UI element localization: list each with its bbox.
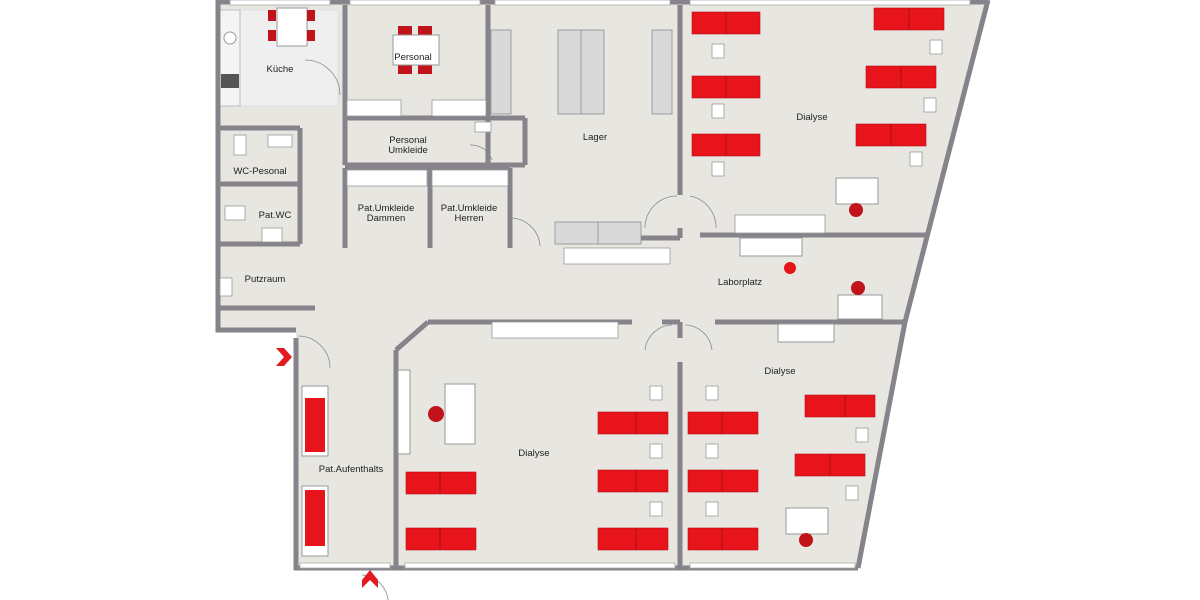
lab-desk <box>837 294 883 320</box>
entrance-arrow-icon-bottom <box>362 570 378 588</box>
staff-chair-top <box>849 203 863 217</box>
room-label-wc-personal: WC-Pesonal <box>233 166 286 177</box>
doors <box>297 59 717 600</box>
room-label-dialyse-right: Dialyse <box>764 366 795 377</box>
personal-chairs <box>398 26 432 74</box>
lab-chair-icon <box>851 281 865 295</box>
kitchen-tiles <box>239 9 339 107</box>
staff-desk-center <box>444 383 476 445</box>
room-label-personal-umkleide-line2: Umkleide <box>388 145 428 156</box>
lab-counter-2 <box>777 323 835 343</box>
room-label-lager: Lager <box>583 132 607 143</box>
staff-desk-right <box>785 507 829 535</box>
staff-chair-center <box>428 406 444 422</box>
lab-counter <box>739 237 803 257</box>
storage-shelves <box>490 29 673 245</box>
wc-fixtures <box>219 121 492 297</box>
staff-chair-right <box>799 533 813 547</box>
waiting-seats <box>301 369 411 557</box>
room-label-pat-umkleide-dammen-line1: Pat.Umkleide <box>358 203 415 214</box>
room-label-dialyse-center: Dialyse <box>518 448 549 459</box>
personal-table <box>392 34 440 66</box>
stove-icon <box>221 74 239 88</box>
dining-chairs <box>268 10 315 41</box>
staff-desk-top <box>835 177 879 205</box>
bedside-tables <box>649 39 943 517</box>
room-label-pat-umkleide-herren-line1: Pat.Umkleide <box>441 203 498 214</box>
lab-stool-icon <box>784 262 796 274</box>
room-label-pat-umkleide-dammen-line2: Dammen <box>367 213 406 224</box>
room-label-pat-wc: Pat.WC <box>259 210 292 221</box>
room-label-personal: Personal <box>394 52 432 63</box>
kitchen-counter <box>219 9 241 107</box>
lockers <box>346 99 826 339</box>
room-label-pat-umkleide-herren-line2: Herren <box>454 213 483 224</box>
dining-table <box>276 7 308 47</box>
entrance-arrow-icon <box>276 348 292 366</box>
room-label-dialyse-top: Dialyse <box>796 112 827 123</box>
room-label-laborplatz: Laborplatz <box>718 277 763 288</box>
windows <box>229 0 971 569</box>
room-label-pat-aufenthalts: Pat.Aufenthalts <box>319 464 384 475</box>
room-label-putzraum: Putzraum <box>245 274 286 285</box>
kitchen-sink-icon <box>223 31 237 45</box>
room-label-personal-umkleide-line1: Personal <box>389 135 427 146</box>
room-label-kueche: Küche <box>267 64 294 75</box>
bed-dividers <box>439 8 910 550</box>
